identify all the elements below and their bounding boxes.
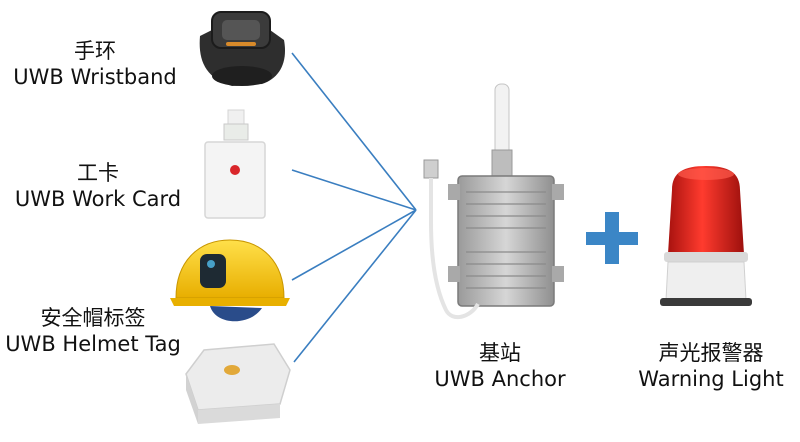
warning-light-image <box>660 166 752 306</box>
warning-light-label-cn: 声光报警器 <box>658 341 764 365</box>
connection-lines <box>291 52 417 363</box>
helmet-image <box>170 239 290 322</box>
workcard-label-cn: 工卡 <box>77 161 119 185</box>
helmet-tag-label-en: UWB Helmet Tag <box>5 332 181 356</box>
warning-light-label-en: Warning Light <box>638 367 784 391</box>
anchor-label-en: UWB Anchor <box>434 367 566 391</box>
wristband-label: 手环 UWB Wristband <box>0 38 190 90</box>
line-workcard <box>291 169 417 211</box>
anchor-label-cn: 基站 <box>479 341 521 365</box>
plus-icon <box>586 212 638 264</box>
anchor-image <box>423 83 564 320</box>
workcard-label-en: UWB Work Card <box>14 187 182 211</box>
workcard-label: 工卡 UWB Work Card <box>0 160 196 212</box>
warning-light-label: 声光报警器 Warning Light <box>618 340 800 392</box>
anchor-label: 基站 UWB Anchor <box>414 340 586 392</box>
helmet-tag-image <box>185 343 291 424</box>
wristband-label-cn: 手环 <box>74 39 116 63</box>
helmet-tag-label: 安全帽标签 UWB Helmet Tag <box>0 305 186 357</box>
workcard-image <box>204 109 266 219</box>
wristband-image <box>199 11 286 86</box>
helmet-tag-label-cn: 安全帽标签 <box>40 306 146 330</box>
line-helmet <box>291 209 417 281</box>
wristband-label-en: UWB Wristband <box>13 65 177 89</box>
line-wristband <box>291 52 417 211</box>
line-helmet-tag <box>293 209 417 363</box>
